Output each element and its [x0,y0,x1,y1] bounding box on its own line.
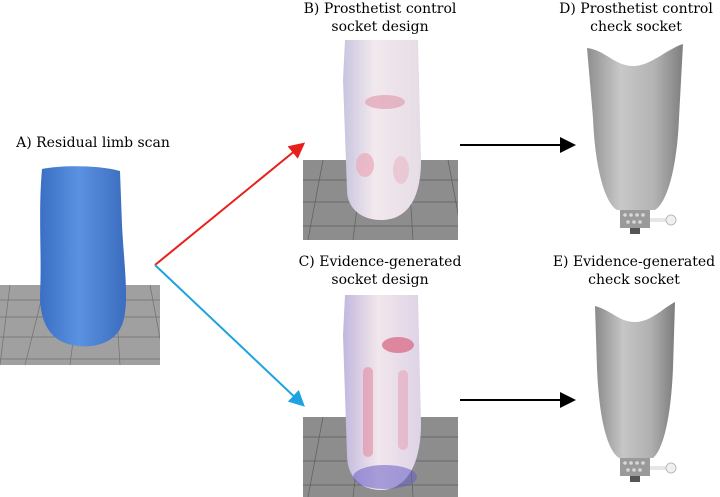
evidence-generated-design-image [303,295,458,497]
arrow-scan-to-evidence-design [154,264,305,407]
evidence-generated-check-socket-image [575,298,695,497]
label-residual-limb-scan: A) Residual limb scan [16,135,170,151]
arrow-scan-to-control-design [154,142,306,266]
residual-limb-scan-image [0,165,160,365]
prosthetist-control-design-image [303,40,458,240]
prosthetist-control-check-socket-image [575,38,695,238]
